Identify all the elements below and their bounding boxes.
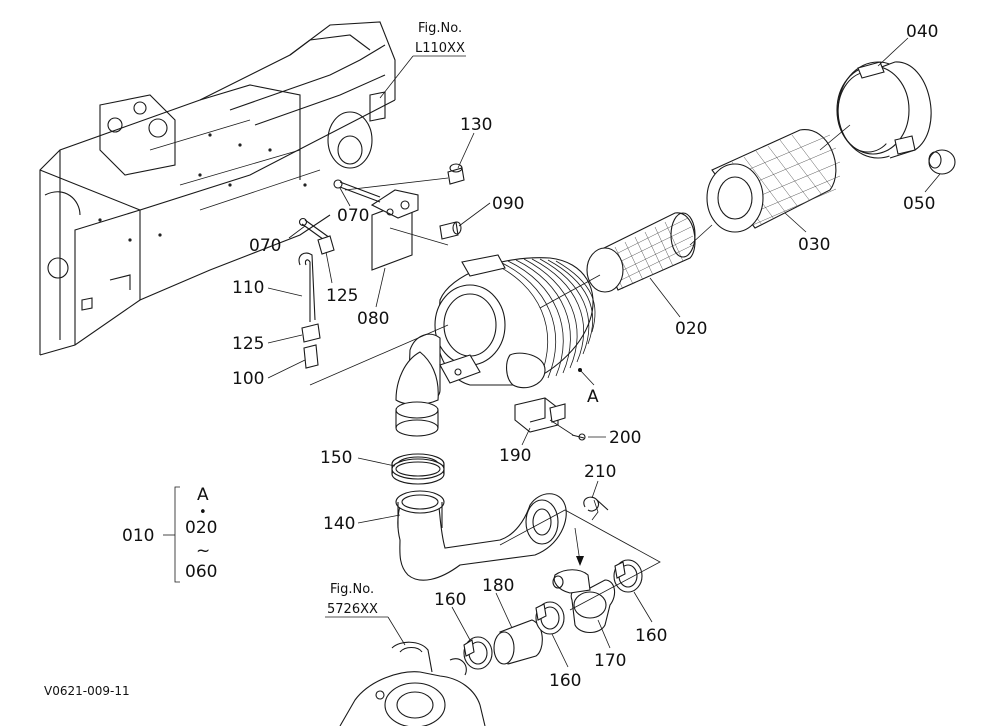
label-100: 100 [232,369,264,389]
label-070-lower: 070 [249,236,281,256]
label-200: 200 [609,428,641,448]
evacuator-valve-drawing [928,149,956,175]
label-080: 080 [357,309,389,329]
label-020: 020 [675,319,707,339]
assembly-range-callout: 010 A • 020 ~ 060 [122,485,217,582]
inner-element-drawing [586,212,696,293]
label-050: 050 [903,194,935,214]
label-150: 150 [320,448,352,468]
label-040: 040 [906,22,938,42]
label-110: 110 [232,278,264,298]
label-180: 180 [482,576,514,596]
assembly-range-020: 020 [185,518,217,538]
label-210: 210 [584,462,616,482]
label-030: 030 [798,235,830,255]
machine-frame-drawing [39,21,396,356]
label-A: A [587,387,599,407]
assembly-range-dot: • [199,505,207,520]
label-130: 130 [460,115,492,135]
bracket-hardware-drawing [298,163,465,369]
label-190: 190 [499,446,531,466]
fig-ref-top-code: L110XX [415,41,465,56]
label-125-upper: 125 [326,286,358,306]
air-cleaner-housing-drawing [395,254,596,437]
leader-lines [163,37,941,668]
end-cover-drawing [836,61,932,159]
assembly-range-start: A [197,485,209,505]
outer-element-drawing [706,129,841,233]
label-160-right: 160 [635,626,667,646]
assembly-range-tilde: ~ [196,541,210,561]
sensor-switch-drawing [514,397,586,441]
assembly-range-060: 060 [185,562,217,582]
label-070-upper: 070 [337,206,369,226]
label-125-lower: 125 [232,334,264,354]
label-160-left: 160 [434,590,466,610]
turbocharger-drawing [339,641,486,726]
part-number-labels: 040 050 030 020 130 090 070 070 125 110 … [232,22,938,691]
drawing-code: V0621-009-11 [44,684,130,698]
fig-ref-top-title: Fig.No. [418,21,462,36]
lower-fittings-drawing [391,458,643,670]
label-170: 170 [594,651,626,671]
label-140: 140 [323,514,355,534]
assembly-label-010: 010 [122,526,154,546]
fig-ref-bottom-code: 5726XX [327,602,378,617]
label-160-middle: 160 [549,671,581,691]
label-090: 090 [492,194,524,214]
fig-ref-bottom-title: Fig.No. [330,582,374,597]
reference-labels: Fig.No. L110XX Fig.No. 5726XX [327,21,465,617]
